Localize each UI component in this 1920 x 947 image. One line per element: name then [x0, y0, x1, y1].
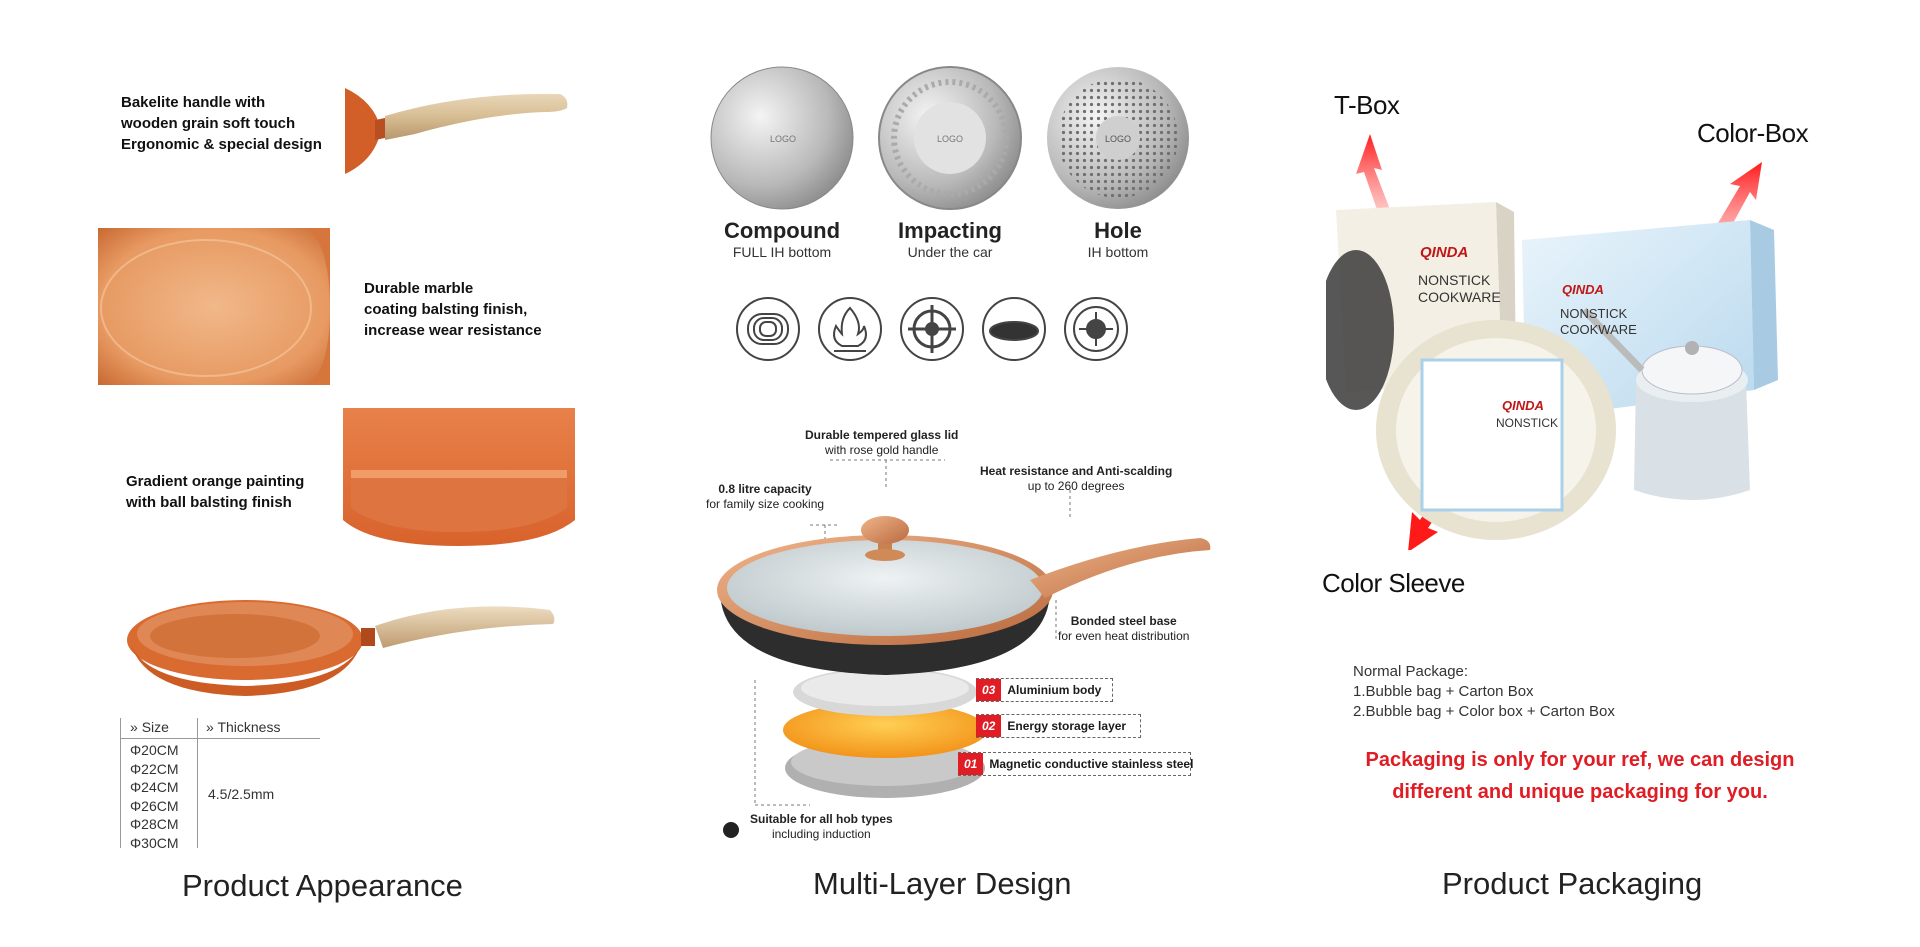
heat-callout: Heat resistance and Anti-scalding up to …: [980, 464, 1173, 493]
hob-icons-row: [736, 297, 1128, 361]
tbox-arrow-icon: [1356, 134, 1394, 224]
disc-logo-2: LOGO: [937, 134, 964, 144]
packaging-title: Product Packaging: [1442, 866, 1703, 901]
all-hob-icon: [723, 822, 739, 838]
tbox-product-text: NONSTICK COOKWARE: [1418, 272, 1501, 305]
compound-disc: [710, 66, 854, 210]
painting-label: Gradient orange painting with ball balst…: [126, 473, 305, 511]
size-list: Φ20CM Φ22CM Φ24CM Φ26CM Φ28CM Φ30CM: [130, 742, 179, 851]
thickness-value: 4.5/2.5mm: [208, 786, 275, 802]
disc-logo-3: LOGO: [1105, 134, 1132, 144]
painting-image: [343, 408, 575, 548]
base-callout: Bonded steel base for even heat distribu…: [1058, 614, 1190, 643]
capacity-callout: 0.8 litre capacity for family size cooki…: [706, 482, 825, 511]
lid-callout: Durable tempered glass lid with rose gol…: [805, 428, 959, 457]
sleeve-label: Color Sleeve: [1322, 568, 1465, 598]
impacting-caption: Impacting Under the car: [898, 218, 1002, 260]
hole-caption: Hole IH bottom: [1087, 218, 1149, 260]
coating-image: [98, 228, 330, 385]
layer-aluminium: [793, 668, 977, 716]
multilayer-title: Multi-Layer Design: [813, 866, 1072, 901]
appearance-title: Product Appearance: [182, 868, 463, 903]
hole-disc: [1047, 67, 1189, 209]
hot-plate-icon: [982, 297, 1046, 361]
gas-flame-icon: [818, 297, 882, 361]
handle-image: [345, 88, 568, 174]
coil-hob-icon: [736, 297, 800, 361]
size-table: » Size » Thickness Φ20CM Φ22CM Φ24CM Φ26…: [120, 718, 330, 851]
layer-energy: [783, 702, 987, 758]
colorbox-brand: QINDA: [1562, 282, 1604, 297]
gas-burner-icon: [900, 297, 964, 361]
tbox-brand: QINDA: [1420, 244, 1469, 261]
impacting-disc: [878, 66, 1022, 210]
bottom-discs: [710, 66, 1189, 210]
tbox-label: T-Box: [1334, 90, 1400, 120]
frying-pan-image: [127, 600, 555, 696]
coating-label: Durable marble coating balsting finish, …: [364, 280, 542, 339]
package-note: Normal Package: 1.Bubble bag + Carton Bo…: [1353, 663, 1615, 720]
colorbox-product-text: NONSTICK COOKWARE: [1560, 306, 1637, 337]
handle-label: Bakelite handle with wooden grain soft t…: [121, 94, 322, 153]
size-header: » Size: [130, 719, 169, 735]
compound-caption: Compound FULL IH bottom: [723, 218, 841, 260]
packaging-disclaimer: Packaging is only for your ref, we can d…: [1365, 749, 1795, 803]
multilayer-pan-diagram: [717, 459, 1211, 838]
disc-logo-1: LOGO: [770, 134, 797, 144]
hob-callout: Suitable for all hob types including ind…: [750, 812, 893, 841]
sleeve-product-text: NONSTICK: [1496, 416, 1559, 430]
sleeve-brand: QINDA: [1502, 398, 1544, 413]
induction-icon: [1064, 297, 1128, 361]
colorbox-label: Color-Box: [1697, 118, 1809, 148]
packaging-image: [1326, 134, 1778, 550]
thickness-header: » Thickness: [206, 719, 281, 735]
